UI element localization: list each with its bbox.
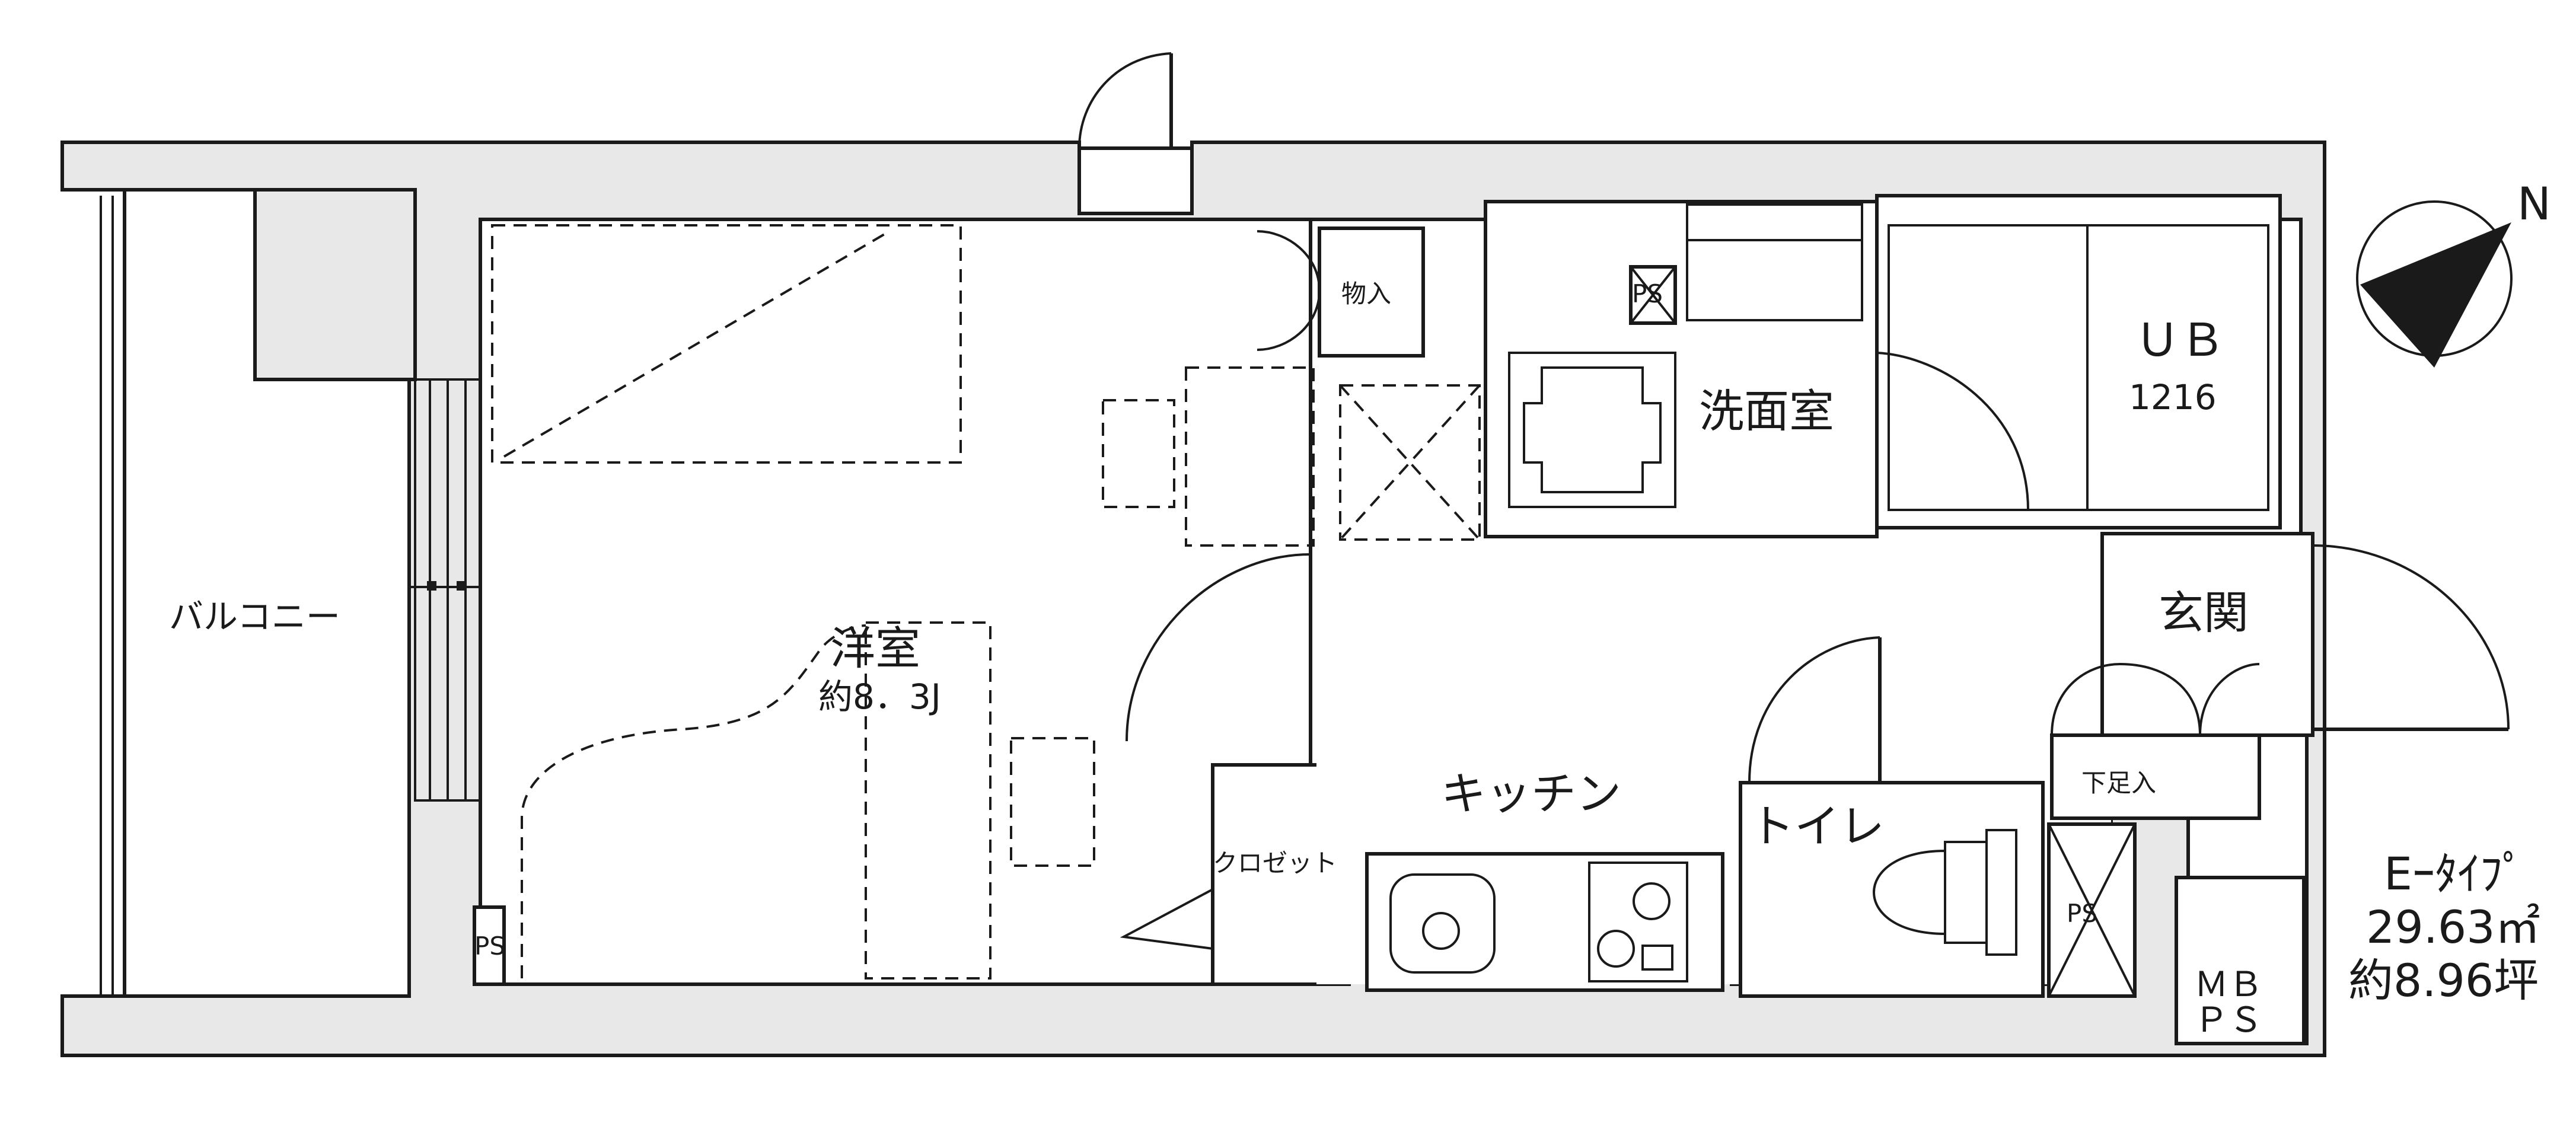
shoe-storage <box>2050 733 2261 820</box>
label-ps-toilet: PS <box>2067 899 2097 928</box>
bed-top <box>491 224 962 464</box>
label-unit-tsubo: 約8.96坪 <box>2348 954 2539 1007</box>
label-unit-bath-size: 1216 <box>2129 377 2217 417</box>
kitchen-sink <box>1389 873 1496 974</box>
label-storage: 物入 <box>1341 279 1391 308</box>
label-washroom: 洗面室 <box>1699 385 1834 438</box>
label-ps-washroom: PS <box>1632 279 1663 308</box>
bed-bottom <box>865 621 991 980</box>
mbps-box <box>2175 876 2306 1045</box>
unit-bath-door-arc <box>1876 352 2029 511</box>
burner-2 <box>1597 930 1635 968</box>
label-western-room: 洋室 <box>830 622 920 675</box>
compass-arrow <box>2360 222 2511 368</box>
vanity-top <box>1686 203 1863 241</box>
ps-washroom-cross <box>1630 266 1676 324</box>
toilet-room <box>1739 781 2045 998</box>
rug-outline <box>521 624 866 978</box>
storage-room <box>1318 226 1425 358</box>
toilet-door-arc <box>1748 636 1880 783</box>
chair-1 <box>1102 399 1175 508</box>
label-unit-area: 29.63㎡ <box>2366 901 2540 953</box>
room-door-arc <box>1126 553 1311 742</box>
label-mbps-bottom: ＰＳ <box>2194 1000 2263 1040</box>
label-mbps-top: ＭＢ <box>2194 964 2263 1004</box>
label-western-room-size: 約8．3J <box>818 677 941 717</box>
balcony-wall-step <box>253 188 417 381</box>
label-kitchen: キッチン <box>1441 767 1621 820</box>
washer-space <box>1339 384 1481 541</box>
ps-toilet-cross <box>2048 824 2136 997</box>
faucet <box>1422 912 1460 950</box>
top-door-arc <box>1078 52 1172 149</box>
washer-pan-shape <box>1523 366 1662 493</box>
unit-bath-inner <box>1888 224 2269 511</box>
closet-door-triangle <box>1120 888 1213 950</box>
label-unit-bath: ＵＢ <box>2135 314 2225 366</box>
shoe-door-arcs <box>2051 663 2260 736</box>
label-compass-n: N <box>2517 177 2551 230</box>
label-shoe-storage: 下足入 <box>2081 768 2156 797</box>
toilet-bowl <box>1873 849 1946 936</box>
unit-bath-outer <box>1875 194 2282 529</box>
washer-space-cross <box>1339 384 1481 541</box>
stove <box>1588 862 1688 982</box>
kitchen-counter <box>1365 852 1724 992</box>
label-toilet: トイレ <box>1749 800 1885 853</box>
ps-balcony <box>473 905 506 986</box>
stove-grill <box>1641 945 1673 971</box>
top-door-frame <box>1077 146 1194 215</box>
balcony-rail <box>100 196 126 996</box>
washer-pan <box>1508 352 1676 508</box>
burner-1 <box>1633 882 1670 920</box>
washroom-area <box>1484 200 1879 538</box>
toilet-tank-inner <box>1985 829 2017 956</box>
label-balcony: バルコニー <box>169 596 340 637</box>
label-ps-balcony: PS <box>474 931 505 961</box>
label-unit-type: Eｰﾀｲﾌﾟ <box>2384 847 2525 900</box>
label-entrance: 玄関 <box>2159 586 2249 639</box>
window-lock <box>427 581 436 591</box>
storage-door-arc <box>1257 230 1321 351</box>
desk <box>1185 366 1315 547</box>
entrance-door-arc <box>2312 544 2510 730</box>
bed-top-diagonal <box>503 230 891 458</box>
window-lock-2 <box>457 581 466 591</box>
western-room-area <box>479 218 1312 986</box>
label-closet: クロゼット <box>1213 848 1337 878</box>
